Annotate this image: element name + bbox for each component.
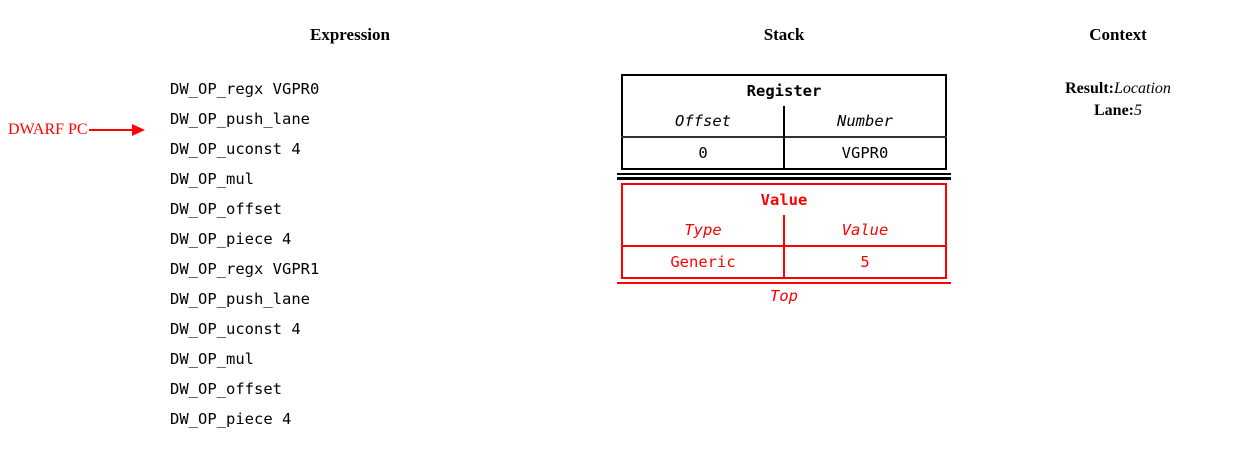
context-row-lane: Lane:5 — [1018, 100, 1218, 122]
stack-entry-title: Value — [760, 191, 808, 209]
expression-line: DW_OP_mul — [170, 170, 254, 188]
context-area: Result:Location Lane:5 — [1018, 78, 1218, 122]
stack-cell-value: 0 — [622, 136, 785, 169]
arrow-right-icon — [88, 124, 149, 136]
column-heading-expression: Expression — [310, 25, 390, 44]
stack-entry-separator — [617, 173, 951, 177]
dwarf-pc-label: DWARF PC — [8, 121, 88, 138]
column-heading-stack: Stack — [763, 25, 805, 44]
context-value: 5 — [1134, 102, 1142, 119]
stack-area: Register Offset Number 0 VGPR0 Value Typ… — [617, 74, 951, 308]
stack-top-label: Top — [770, 287, 798, 305]
stack-entry-register: Register Offset Number 0 VGPR0 — [621, 74, 947, 170]
expression-line: DW_OP_push_lane — [170, 290, 310, 308]
stack-column-header: Type — [622, 215, 785, 246]
stack-column-header: Value — [841, 221, 889, 239]
stack-column-header: Offset — [622, 106, 785, 137]
expression-list: DW_OP_regx VGPR0 DW_OP_push_lane DW_OP_u… — [170, 74, 500, 434]
dwarf-pc-pointer: DWARF PC — [8, 118, 149, 142]
stack-cell-value: 5 — [784, 245, 946, 278]
context-key: Result: — [1065, 80, 1114, 97]
expression-line: DW_OP_regx VGPR1 — [170, 260, 320, 278]
context-row-result: Result:Location — [1018, 78, 1218, 100]
expression-line: DW_OP_offset — [170, 200, 282, 218]
context-key: Lane: — [1094, 102, 1134, 119]
stack-entry-title: Register — [746, 82, 822, 100]
expression-line: DW_OP_offset — [170, 380, 282, 398]
expression-line: DW_OP_mul — [170, 350, 254, 368]
expression-line: DW_OP_uconst 4 — [170, 140, 301, 158]
stack-top-rule — [617, 282, 951, 284]
expression-line: DW_OP_uconst 4 — [170, 320, 301, 338]
context-value: Location — [1114, 80, 1171, 97]
stack-entry-value: Value Type Value Generic 5 — [621, 183, 947, 279]
stack-column-header: Number — [837, 112, 893, 130]
stack-cell-value: Generic — [622, 245, 785, 278]
expression-line: DW_OP_push_lane — [170, 110, 310, 128]
expression-line: DW_OP_regx VGPR0 — [170, 80, 320, 98]
expression-line: DW_OP_piece 4 — [170, 410, 292, 428]
column-heading-context: Context — [1089, 25, 1147, 44]
stack-cell-value: VGPR0 — [784, 136, 946, 169]
expression-line: DW_OP_piece 4 — [170, 230, 292, 248]
